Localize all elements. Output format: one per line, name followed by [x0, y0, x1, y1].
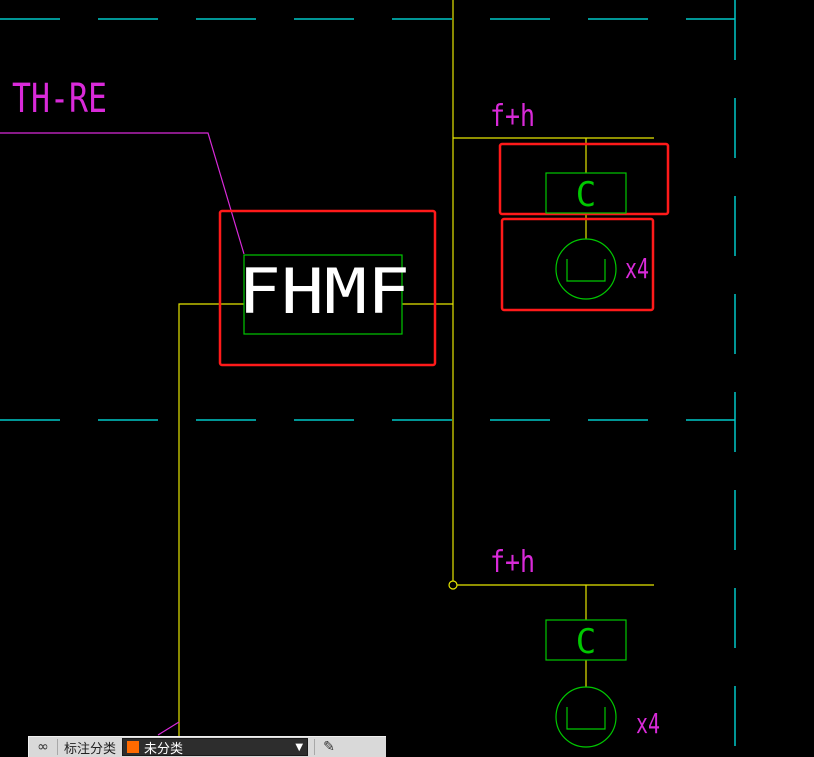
cabinet-highlight-box[interactable]	[218, 209, 437, 367]
branch-2-label: f+h	[490, 545, 535, 580]
multiplier-1-label: x4	[625, 252, 649, 285]
toolbar-divider	[57, 739, 58, 755]
toolbar-divider	[314, 739, 316, 755]
connector-2-label: C	[576, 622, 596, 662]
outlet-1-icon[interactable]	[555, 238, 617, 300]
cabinet-symbol-box[interactable]	[243, 254, 403, 335]
cabinet-left-diagonal	[157, 721, 180, 736]
multiplier-2-label: x4	[636, 707, 660, 740]
junction-node[interactable]	[448, 580, 458, 590]
edit-icon[interactable]: ✎	[323, 739, 335, 755]
category-label: 标注分类	[64, 741, 117, 757]
category-select-value: 未分类	[144, 741, 184, 757]
category-color-swatch	[127, 741, 140, 753]
outlet-2-icon[interactable]	[555, 686, 617, 748]
connector-1-box[interactable]	[545, 172, 627, 214]
annotation-leader	[0, 132, 245, 255]
outlet-1-socket-icon	[566, 259, 606, 282]
outlet-2-socket-icon	[566, 707, 606, 730]
branch-1-label: f+h	[490, 99, 535, 134]
chevron-down-icon[interactable]: ▼	[295, 741, 304, 753]
cabinet-left-wire	[178, 303, 244, 757]
link-icon[interactable]: ∞	[37, 739, 49, 755]
category-select[interactable]: 未分类 ▼	[122, 738, 309, 757]
connector-2-box[interactable]	[545, 619, 627, 661]
connector-1-highlight-box[interactable]	[498, 142, 670, 216]
connector-1-label: C	[576, 175, 596, 215]
cabinet-label: FHMF	[238, 255, 410, 328]
annotation-toolbar: ∞ 标注分类 未分类 ▼ ✎	[28, 736, 386, 757]
group-name-label: TH-RE	[12, 76, 107, 122]
outlet-1-highlight-box[interactable]	[500, 217, 655, 312]
